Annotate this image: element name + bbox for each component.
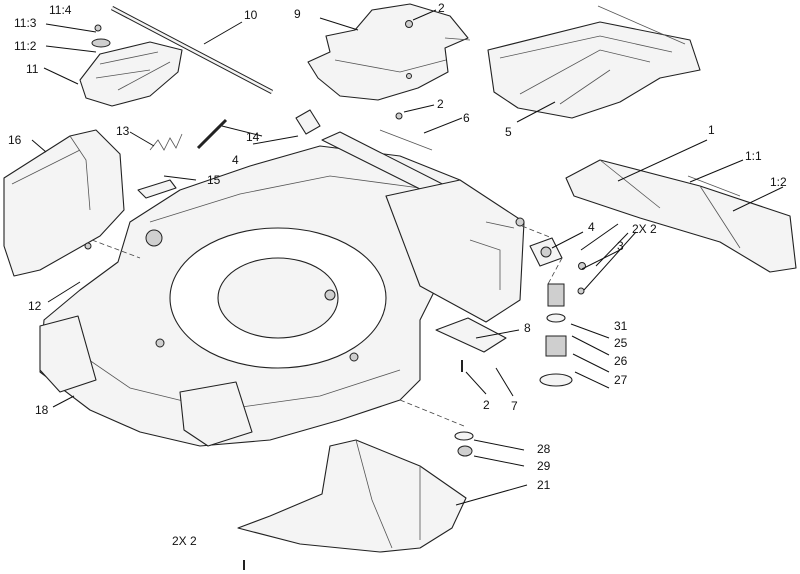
callout-15: 15: [207, 173, 221, 187]
part-8-bracket: [435, 317, 507, 372]
callout-26: 26: [614, 354, 628, 368]
callout-1-1: 1:1: [745, 149, 762, 163]
part-9-panel: [307, 3, 471, 101]
callout-11-2: 11:2: [14, 39, 37, 53]
callout-1-2: 1:2: [770, 175, 787, 189]
callout-11-3: 11:3: [14, 16, 37, 30]
callout-25: 25: [614, 336, 628, 350]
callout-21: 21: [537, 478, 551, 492]
callout-4-left: 4: [232, 153, 239, 167]
callout-2-bottom: 2: [483, 398, 490, 412]
callout-14: 14: [246, 130, 260, 144]
callout-8: 8: [524, 321, 531, 335]
callout-3: 3: [617, 239, 624, 253]
callout-9: 9: [294, 7, 301, 21]
callout-4-right: 4: [588, 220, 595, 234]
fasteners: [84, 112, 403, 250]
part-13-spring: [149, 133, 183, 151]
callout-1: 1: [708, 123, 715, 137]
leader-lines: [31, 9, 784, 506]
part-18-deck: [39, 145, 481, 447]
callout-11: 11: [26, 62, 39, 76]
part-15-bracket: [137, 179, 177, 199]
part-4-bushing: [529, 237, 563, 267]
callout-10: 10: [244, 8, 258, 22]
callout-2-middle: 2: [437, 97, 444, 111]
callout-2-top: 2: [438, 1, 445, 15]
callout-5: 5: [505, 125, 512, 139]
part-14-pin: [196, 118, 228, 150]
wheel-hardware-stack: [539, 262, 586, 387]
part-21-chute: [237, 439, 467, 570]
callout-13: 13: [116, 124, 130, 138]
callout-18: 18: [35, 403, 49, 417]
rear-panel: [385, 179, 525, 323]
part-16-side-shield: [3, 129, 125, 277]
part-1-bumper: [565, 159, 797, 273]
callout-7: 7: [511, 399, 518, 413]
callout-29: 29: [537, 459, 551, 473]
part-5-shroud: [487, 5, 701, 119]
callout-labels: 1 1:1 1:2 2 2 2 2X 2 2X 2 3 4 4 5 6 7 8 …: [8, 1, 787, 548]
callout-6: 6: [463, 111, 470, 125]
callout-28: 28: [537, 442, 551, 456]
callout-31: 31: [614, 319, 628, 333]
alignment-lines: [91, 225, 563, 427]
part-10-rod: [110, 6, 274, 94]
callout-16: 16: [8, 133, 22, 147]
callout-11-4: 11:4: [49, 3, 72, 17]
parts-28-29-washers: [454, 431, 474, 457]
callout-2x2-right: 2X 2: [632, 222, 657, 236]
callout-2x2-bottom: 2X 2: [172, 534, 197, 548]
part-11-housing: [79, 24, 183, 107]
callout-12: 12: [28, 299, 42, 313]
callout-27: 27: [614, 373, 628, 387]
